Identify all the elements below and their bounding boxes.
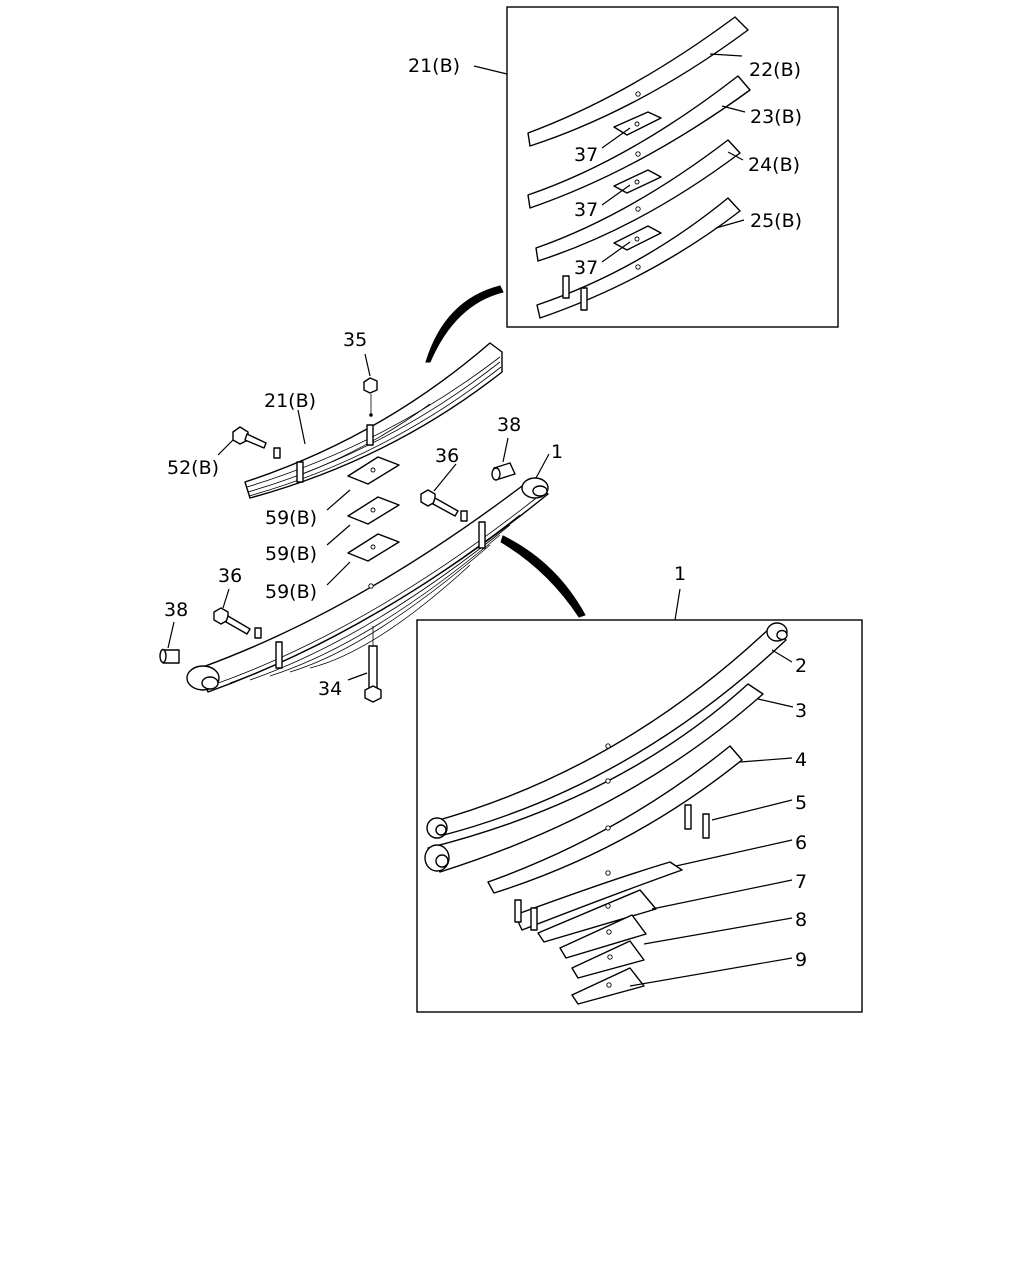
- leaf-23: [527, 75, 751, 209]
- leaf-9: [571, 940, 645, 979]
- pad-37-a: [613, 111, 662, 136]
- bush-38-left: [159, 648, 180, 664]
- label-6: 6: [795, 832, 807, 854]
- label-38-right: 38: [497, 414, 521, 436]
- label-37-a: 37: [574, 144, 598, 166]
- leaf-8: [559, 914, 647, 959]
- label-1-spring: 1: [551, 441, 563, 463]
- label-21b-spring: 21(B): [264, 390, 316, 412]
- leaf-4: [487, 745, 743, 894]
- leaf-25: [536, 197, 741, 319]
- label-59b-c: 59(B): [265, 581, 317, 603]
- label-3: 3: [795, 700, 807, 722]
- leaf-7: [537, 889, 657, 943]
- callout-arrow-top: [425, 285, 504, 363]
- aux-spring-assembly: [244, 342, 503, 499]
- label-34: 34: [318, 678, 342, 700]
- leaf-25-clip-right: [580, 287, 588, 311]
- spacer-59-b: [347, 496, 400, 525]
- label-2: 2: [795, 655, 807, 677]
- bolt-52: [232, 426, 281, 459]
- clip-5: [684, 804, 710, 839]
- spacer-59-a: [347, 456, 400, 485]
- detail-frame-top: [506, 6, 839, 328]
- leaf-6: [514, 861, 683, 931]
- label-21b-top: 21(B): [408, 55, 460, 77]
- label-9: 9: [795, 949, 807, 971]
- label-7: 7: [795, 871, 807, 893]
- main-leaf-spring-assembly: [186, 477, 549, 693]
- bolt-36-left: [213, 607, 262, 639]
- leaf-24: [535, 139, 741, 262]
- bolt-36-right: [420, 489, 468, 522]
- label-8: 8: [795, 909, 807, 931]
- label-22b: 22(B): [749, 59, 801, 81]
- main-spring-clip-right: [478, 521, 486, 549]
- label-59b-a: 59(B): [265, 507, 317, 529]
- main-spring-clip-left: [275, 641, 283, 669]
- pad-37-c: [613, 225, 662, 251]
- label-24b: 24(B): [748, 154, 800, 176]
- leaf-2: [426, 622, 788, 839]
- leaf-25-clip-left: [562, 275, 570, 299]
- label-38-left: 38: [164, 599, 188, 621]
- label-1-box: 1: [674, 563, 686, 585]
- pad-37-b: [613, 169, 662, 194]
- bush-38-right: [491, 462, 516, 481]
- aux-spring-detail-box: [506, 6, 839, 328]
- label-35: 35: [343, 329, 367, 351]
- spacer-59-c: [347, 533, 400, 562]
- main-spring-detail-box: [416, 619, 863, 1013]
- aux-spring-clip-a: [296, 461, 304, 483]
- label-25b: 25(B): [750, 210, 802, 232]
- label-5: 5: [795, 792, 807, 814]
- label-36-left: 36: [218, 565, 242, 587]
- detail-frame-bottom: [416, 619, 863, 1013]
- label-23b: 23(B): [750, 106, 802, 128]
- callout-arrow-bottom: [500, 535, 586, 618]
- label-37-c: 37: [574, 257, 598, 279]
- aux-spring-clip-b: [366, 424, 374, 446]
- center-bolt-34: [364, 626, 382, 703]
- leaf-smallest: [571, 967, 645, 1005]
- label-52b: 52(B): [167, 457, 219, 479]
- label-36-right: 36: [435, 445, 459, 467]
- leaf-22: [527, 16, 749, 147]
- label-37-b: 37: [574, 199, 598, 221]
- leaf-3: [424, 683, 764, 873]
- label-4: 4: [795, 749, 807, 771]
- label-59b-b: 59(B): [265, 543, 317, 565]
- nut-35: [363, 377, 378, 417]
